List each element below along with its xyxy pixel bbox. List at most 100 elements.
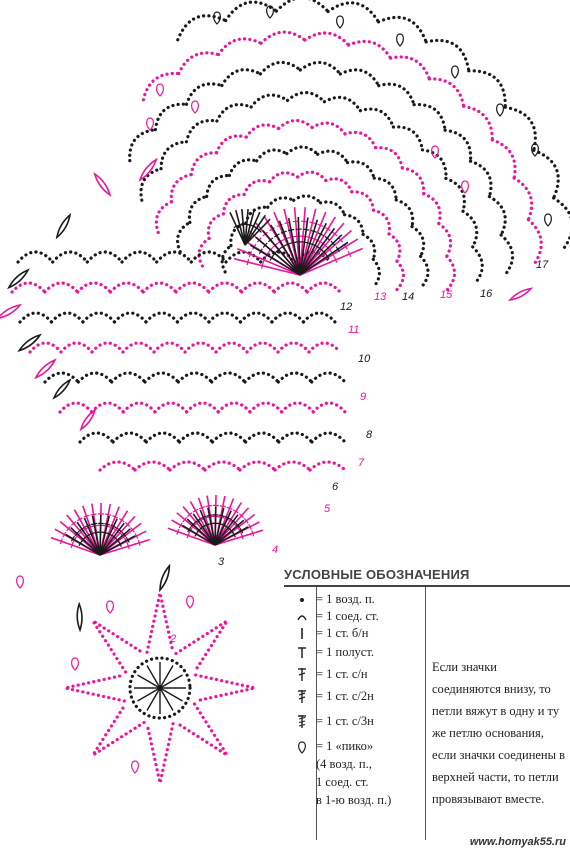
chain-loop	[292, 194, 323, 205]
chain-loop	[207, 281, 244, 294]
leaf-cluster	[79, 408, 97, 432]
stitch-bar	[267, 237, 274, 243]
chain-loop	[394, 198, 415, 229]
chain-loop	[81, 311, 117, 324]
leaf-cluster	[17, 333, 42, 353]
picot-loop	[336, 15, 344, 29]
double-crochet-stitch	[299, 234, 343, 276]
legend-item: (4 возд. п.,	[288, 757, 423, 772]
double-crochet-stitch	[186, 518, 216, 546]
legend-divider	[284, 585, 570, 587]
row-number-label: 8	[366, 429, 373, 441]
stitch-bar	[303, 228, 310, 231]
stitch-bar	[74, 530, 80, 537]
stitch-bar	[112, 527, 119, 532]
stitch-bar	[324, 235, 331, 241]
center-stitch	[159, 674, 183, 689]
stitch-bar	[325, 253, 330, 260]
stitch-bar	[130, 527, 135, 533]
chain-loop	[184, 82, 224, 106]
chain-loop	[238, 311, 274, 324]
stitch-bar	[137, 539, 141, 546]
double-crochet-stitch	[99, 515, 110, 556]
chain-loop	[216, 37, 263, 57]
chain-loop	[427, 77, 466, 108]
chain-loop	[121, 401, 157, 414]
chain-loop	[207, 311, 243, 324]
stitch-bar	[198, 506, 205, 510]
chain-loop	[343, 213, 365, 236]
stitch-bar	[102, 524, 109, 528]
stitch-bar	[218, 514, 225, 518]
chain-loop	[503, 105, 537, 152]
chain-loop	[316, 149, 350, 165]
legend-item-text: = 1 ст. с/2н	[316, 689, 374, 703]
double-crochet-icon	[288, 667, 316, 682]
double-crochet-stitch	[83, 517, 101, 556]
stitch-bar	[187, 512, 193, 517]
chain-loop	[187, 194, 209, 224]
picot-loop	[146, 117, 154, 131]
leaf-cluster	[0, 303, 23, 319]
stitch-bar	[262, 242, 268, 248]
chain-loop	[270, 311, 306, 324]
stitch-bar	[62, 531, 67, 538]
picot-loop	[131, 760, 139, 774]
chain-loop	[98, 460, 137, 472]
stitch-bar	[66, 525, 71, 532]
stitch-bar	[83, 514, 90, 518]
chain-loop	[303, 31, 351, 47]
stitch-bar	[332, 231, 338, 237]
stitch-bar	[316, 246, 323, 251]
chain-loop	[177, 51, 221, 76]
chain-loop	[139, 167, 163, 202]
double-crochet-stitch	[99, 528, 131, 556]
chain-loop	[358, 107, 395, 129]
legend-item: = 1 ст. с/3н	[288, 714, 423, 729]
double-crochet-stitch	[233, 257, 301, 276]
picot-loop	[496, 103, 504, 117]
stitch-bar	[333, 256, 338, 263]
chain-loop	[242, 179, 272, 197]
chain-loop	[301, 311, 337, 324]
chain-loop	[277, 118, 314, 131]
scallop-row	[197, 170, 406, 292]
chain-loop	[338, 68, 381, 88]
double-crochet-stitch	[299, 247, 363, 276]
half-double-crochet-icon	[288, 645, 316, 660]
stitch-bar	[206, 514, 213, 517]
row-number-label: 16	[480, 288, 493, 300]
chain-loop	[391, 125, 424, 152]
chain-loop	[276, 371, 314, 384]
stitch-bar	[110, 524, 117, 529]
center-stitch	[159, 687, 183, 702]
chain-loop	[259, 30, 307, 45]
row-number-label: 11	[348, 324, 359, 336]
double-crochet-stitch	[262, 229, 301, 276]
legend-item: = 1 «пико»	[288, 739, 423, 754]
crochet-fans	[0, 5, 552, 774]
stitch-bar	[187, 526, 192, 533]
chain-loop	[78, 431, 115, 444]
chain-loop	[255, 148, 289, 163]
chain-loop	[410, 225, 426, 258]
chain-loop	[526, 218, 543, 265]
chain-loop	[111, 431, 148, 444]
picot-loop	[531, 143, 539, 157]
star-point	[145, 722, 175, 784]
chain-loop	[400, 166, 426, 196]
chain-loop	[28, 341, 63, 354]
chain-loop	[197, 236, 211, 268]
chain-loop	[153, 401, 189, 414]
row-number-label: 9	[360, 391, 366, 403]
chain-loop	[318, 200, 347, 217]
chain-loop	[468, 159, 493, 199]
stitch-fan	[181, 506, 249, 546]
chain-loop	[153, 102, 189, 132]
picot-loop	[213, 11, 221, 25]
stitch-bar	[258, 248, 263, 255]
stitch-bar	[118, 517, 125, 523]
chain-loop	[58, 401, 94, 414]
double-crochet-stitch	[167, 527, 216, 546]
